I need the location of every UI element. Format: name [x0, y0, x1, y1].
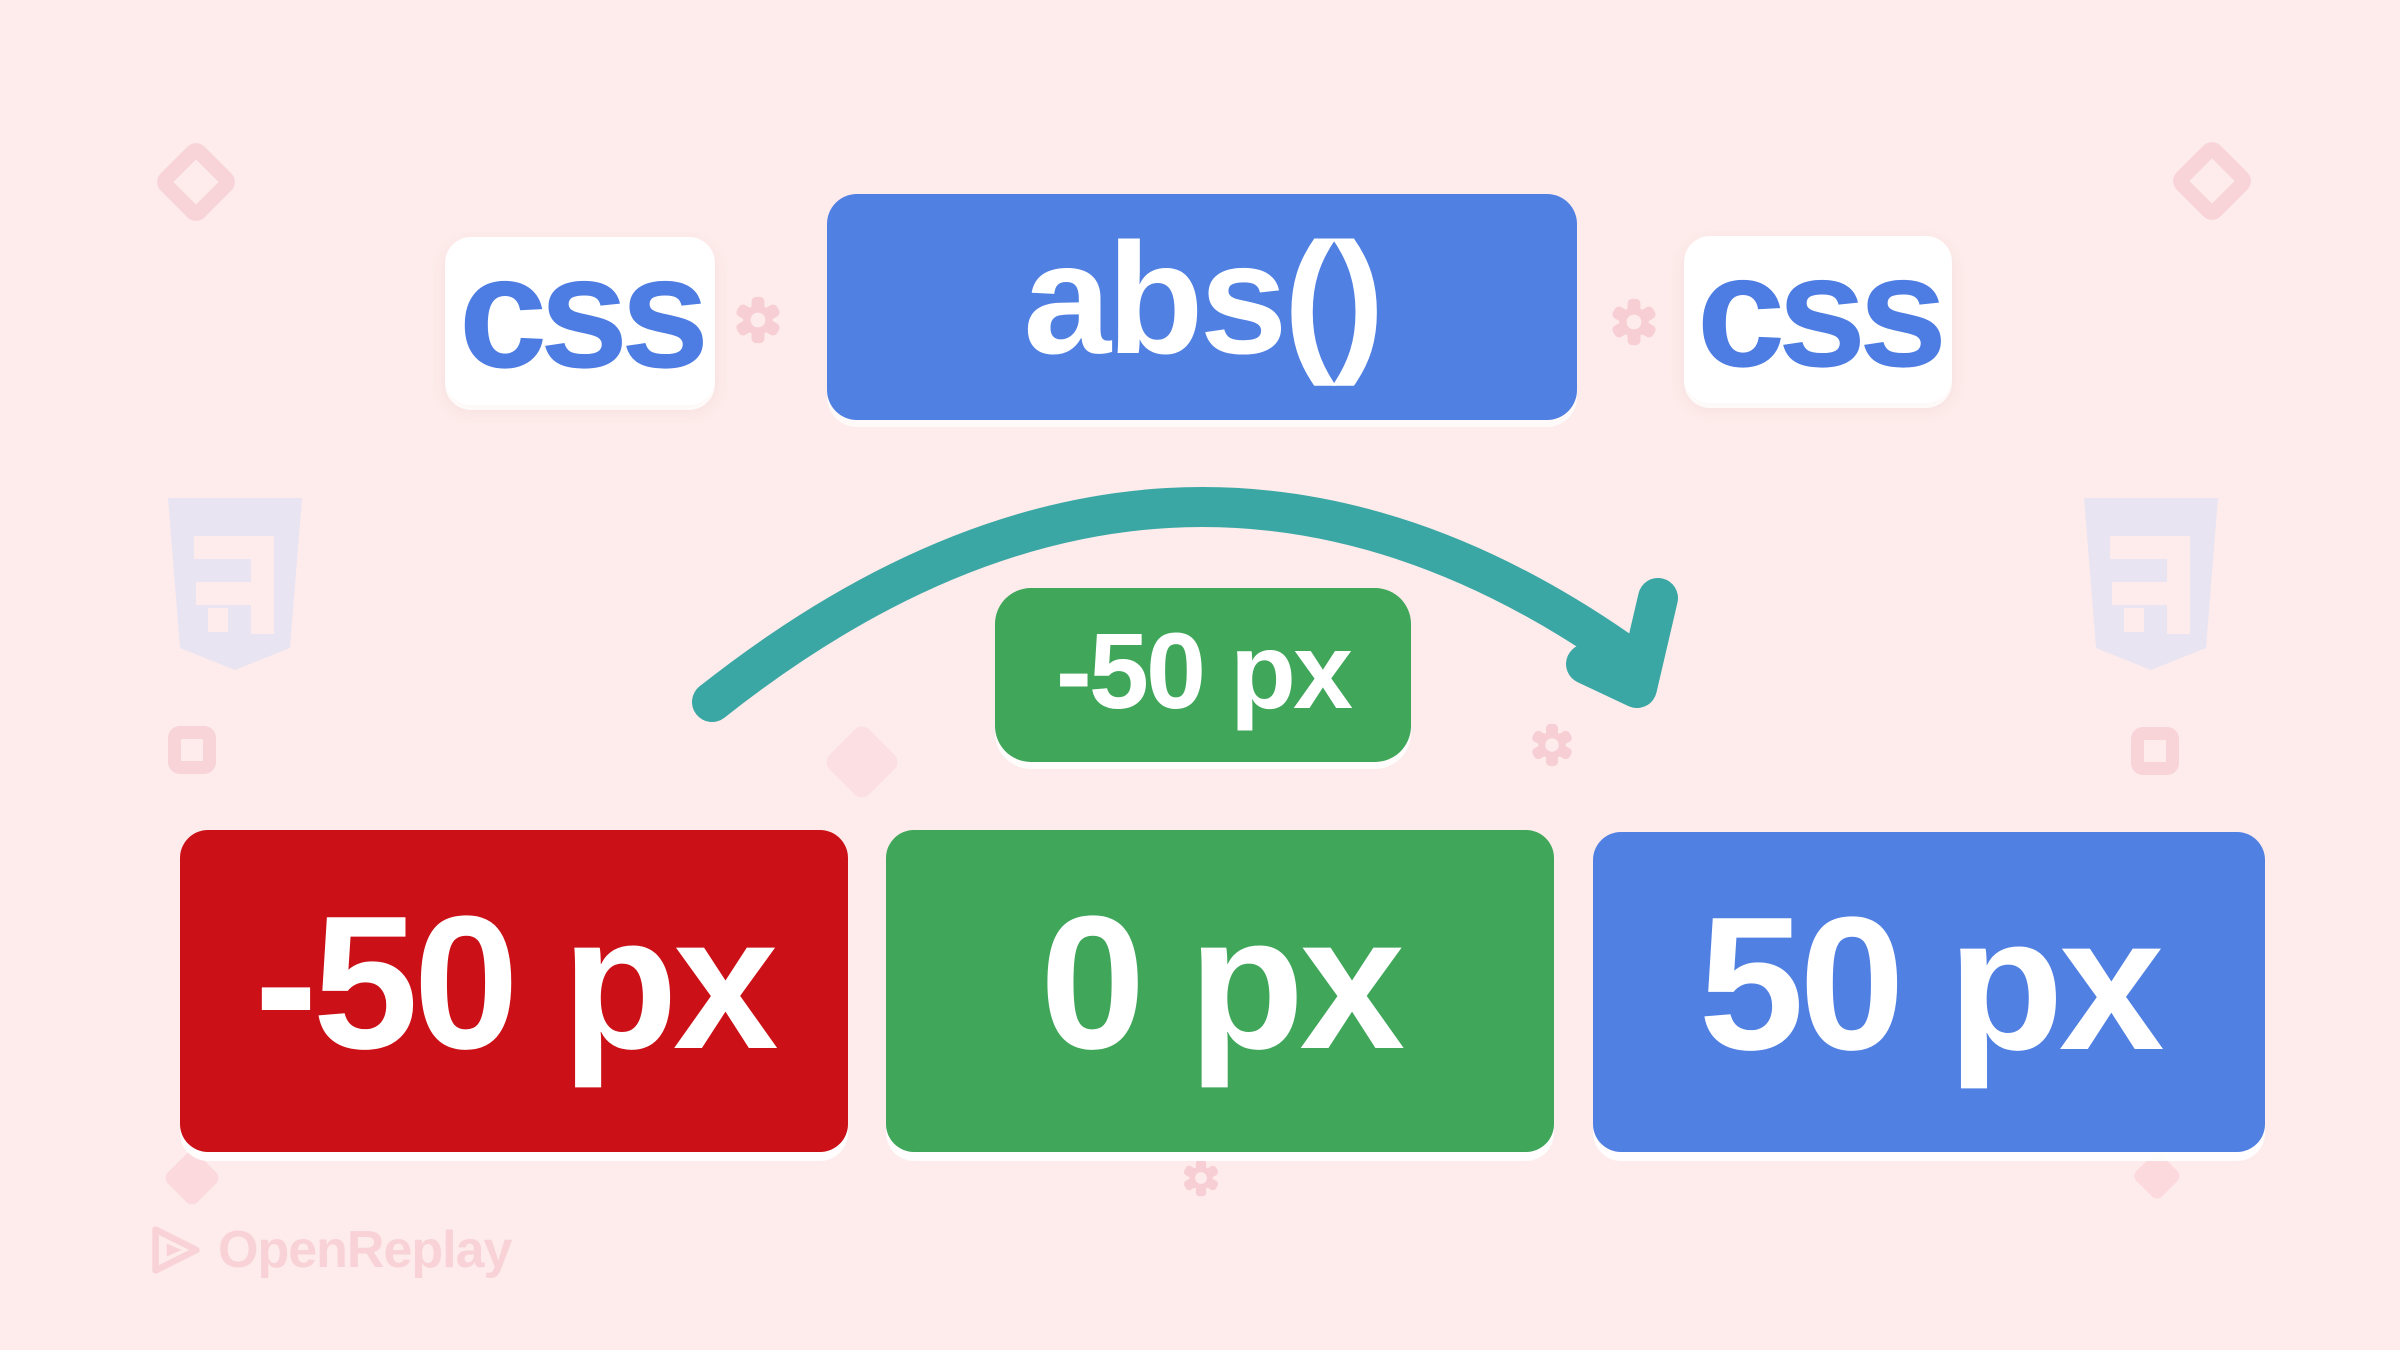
- play-triangle-icon: [148, 1224, 204, 1276]
- number-box-positive-50-text: 50 px: [1698, 878, 2165, 1090]
- offset-value-text: -50 px: [1055, 609, 1353, 731]
- square-icon: [168, 726, 216, 774]
- number-box-negative-50-text: -50 px: [254, 877, 778, 1089]
- css-label-left-text: css: [458, 222, 710, 401]
- number-box-zero-text: 0 px: [1039, 877, 1405, 1089]
- openreplay-watermark: OpenReplay: [148, 1220, 512, 1280]
- abs-function-text: abs(): [1023, 210, 1384, 387]
- offset-value-badge: -50 px: [995, 588, 1411, 762]
- number-box-zero: 0 px: [886, 830, 1554, 1152]
- css-label-right: css: [1684, 221, 1952, 403]
- abs-function-badge: abs(): [827, 194, 1577, 420]
- square-icon: [2131, 727, 2179, 775]
- number-box-positive-50: 50 px: [1593, 832, 2265, 1152]
- css-label-left: css: [445, 222, 715, 405]
- watermark-text: OpenReplay: [218, 1221, 512, 1279]
- number-box-negative-50: -50 px: [180, 830, 848, 1152]
- css-label-right-text: css: [1696, 220, 1948, 400]
